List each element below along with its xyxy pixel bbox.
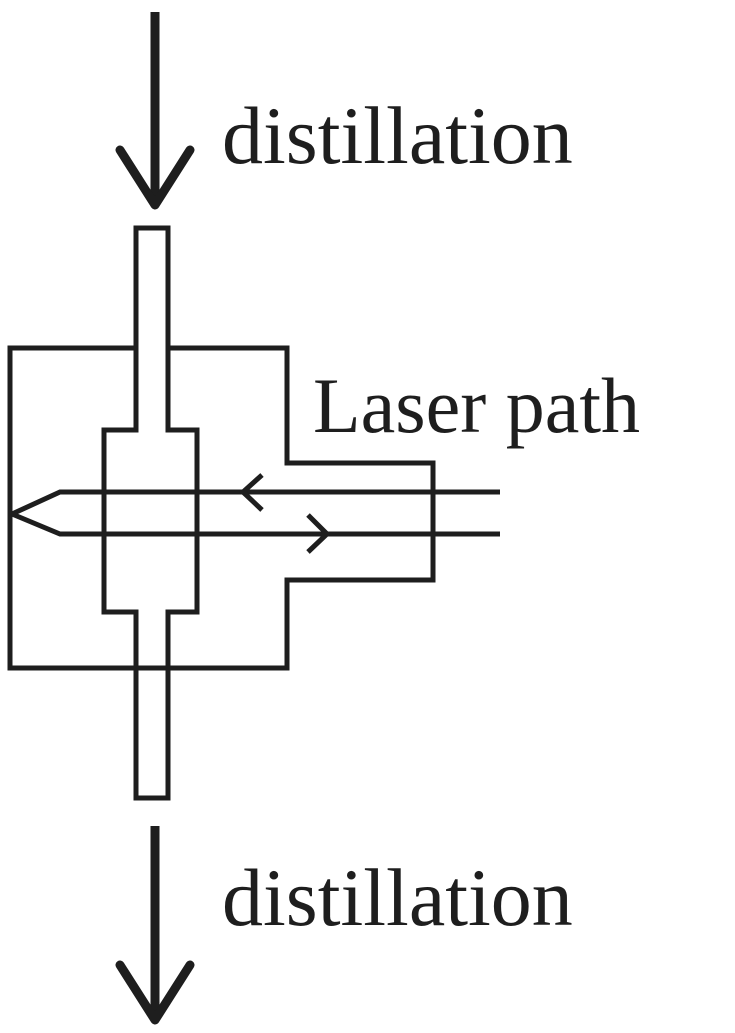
- outlet-label: distillation: [222, 852, 573, 943]
- laser-incident-arrow: [306, 513, 331, 554]
- inlet-arrow: [115, 12, 195, 210]
- inlet-label: distillation: [222, 90, 573, 181]
- laser-incident-line: [11, 511, 500, 537]
- outer-housing: [7, 345, 436, 671]
- outlet-arrow: [115, 826, 195, 1025]
- flow-cell: [7, 225, 436, 801]
- laser-label: Laser path: [313, 362, 640, 449]
- laser-beam: [10, 473, 500, 554]
- laser-return-arrow: [239, 473, 264, 512]
- inner-chamber: [101, 348, 139, 668]
- outlet-capillary: [133, 668, 171, 801]
- laser-return-line: [10, 489, 500, 517]
- inlet-capillary: [133, 225, 171, 348]
